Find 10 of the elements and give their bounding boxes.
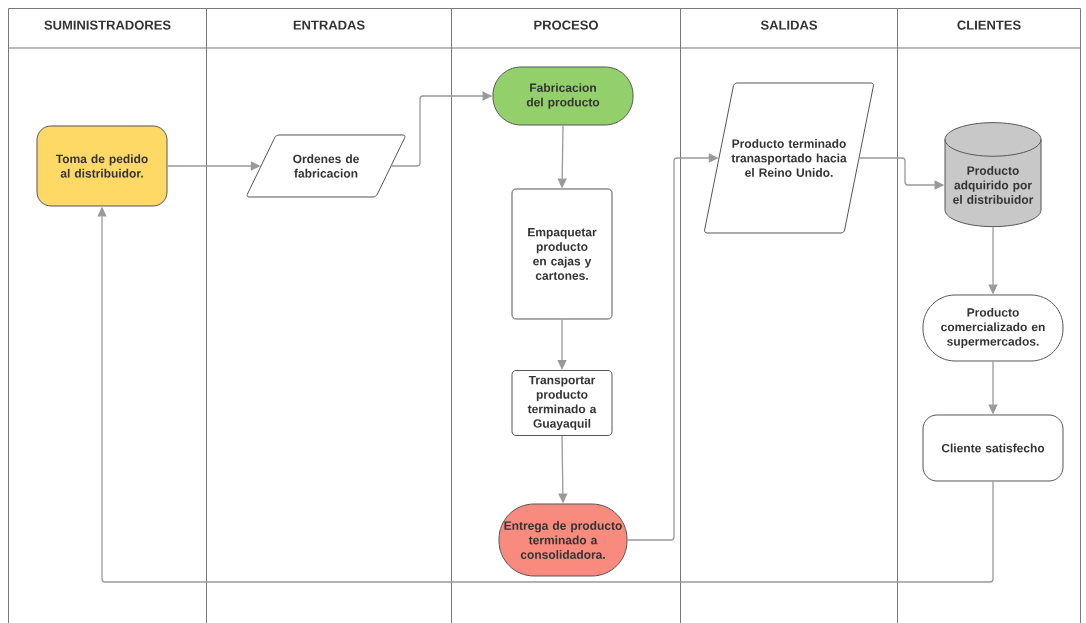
terminal-box: Toma de pedido al distribuidor. (36, 125, 168, 207)
process-box: Empaquetar producto en cajas y cartones. (511, 188, 613, 320)
terminal-box: Cliente satisfecho (922, 414, 1064, 482)
data-parallelogram: Ordenes de fabricacion (246, 134, 406, 198)
terminal-box: Fabricacion del producto (492, 66, 634, 126)
process-box: Transportar producto terminado a Guayaquil (511, 370, 613, 436)
database-cylinder: Producto adquirido por el distribuidor (944, 122, 1042, 228)
terminal-box: Producto comercializado en supermercados. (922, 294, 1064, 362)
arrow (557, 318, 567, 370)
data-parallelogram: Producto terminado tranasportado hacia el Reino Unido. (704, 82, 874, 234)
